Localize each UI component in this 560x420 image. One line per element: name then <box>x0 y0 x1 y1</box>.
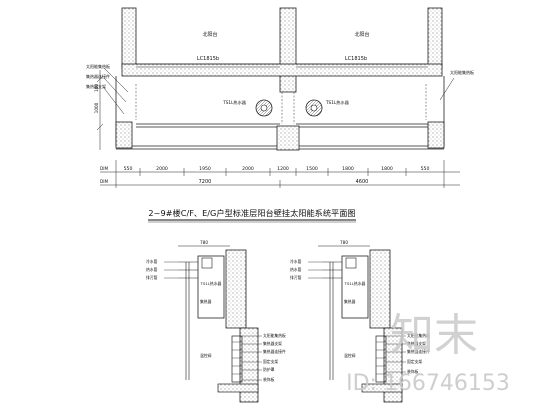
section-left-heater <box>197 255 225 319</box>
vdim-1: 100 <box>94 84 99 92</box>
post-middle <box>276 125 300 151</box>
room-label-left: 北阳台 <box>202 31 217 38</box>
section-left-label-9: 固定支架 <box>263 359 278 364</box>
section-right-label-3: 排污管 <box>290 275 302 280</box>
section-left-label-4: 集热器 <box>200 299 212 304</box>
annotation-left-2: 集热器连接件 <box>86 73 110 79</box>
heater-label-right: TS1L热水器 <box>325 99 350 106</box>
section-right-label-1: 冷水管 <box>290 259 302 264</box>
dim-upper-6: 1500 <box>306 166 318 172</box>
room-label-right: 北阳台 <box>354 31 369 38</box>
wall-band <box>121 63 443 77</box>
section-left-label-1: 冷水管 <box>146 259 158 264</box>
collector-lines <box>135 84 427 124</box>
section-left-label-10: 防护罩 <box>263 367 275 372</box>
upper-dimension-values: 550 2000 1950 2000 1200 1500 1800 1800 5… <box>124 166 430 172</box>
section-right-label-9: 固定支架 <box>407 359 422 364</box>
dim-upper-7: 1800 <box>342 166 354 172</box>
section-right-label-7: 集热器连接件 <box>407 349 430 354</box>
section-right-wall <box>369 249 391 329</box>
water-heater-right <box>305 99 323 117</box>
vdim-2: 1000 <box>94 102 99 113</box>
annotation-left-3: 集热器支架 <box>86 83 106 89</box>
dim-upper-8: 1800 <box>381 166 393 172</box>
heater-label-left: TS1L热水器 <box>222 99 247 106</box>
annotation-left-1: 太阳能集热板 <box>86 63 110 69</box>
dim-upper-5: 1200 <box>277 166 289 172</box>
wall-column-middle <box>279 7 297 93</box>
section-detail-left: 780 TS1L热水器 <box>146 240 286 403</box>
section-right-top-dim: 780 <box>340 240 348 245</box>
watermark-brand: 知末 <box>390 310 478 361</box>
dim-lower-1: 7200 <box>199 179 212 185</box>
window-label-right: LC1815b <box>345 56 367 62</box>
window-label-left: LC1815b <box>197 56 219 62</box>
wall-column-left <box>121 7 137 69</box>
annotation-right-1: 太阳能集热板 <box>450 69 474 75</box>
dim-upper-2: 2000 <box>156 166 168 172</box>
section-left-label-2: 热水管 <box>146 267 158 272</box>
section-right-label-4: 集热器 <box>344 299 356 304</box>
post-left <box>115 121 133 149</box>
balcony-outline <box>115 76 445 150</box>
section-left-heater-text: TS1L热水器 <box>200 281 222 286</box>
drawing-title: 2~9#楼C/F、E/G户型标准层阳台壁挂太阳能系统平面图 <box>148 208 355 218</box>
axis-tag-lower: DIM <box>100 179 108 184</box>
dim-lower-2: 4600 <box>356 179 369 185</box>
section-left-label-3: 排污管 <box>146 275 158 280</box>
section-left-wall <box>225 249 247 329</box>
section-right-label-6: 集热器支架 <box>407 341 426 346</box>
water-heater-left <box>255 99 273 117</box>
dim-upper-3: 1950 <box>199 166 211 172</box>
section-right-label-10: 装饰板 <box>407 369 419 374</box>
dim-upper-9: 550 <box>421 166 430 172</box>
section-right-heater <box>341 255 369 319</box>
section-left-wall-lower <box>239 327 259 403</box>
section-right-label-5: 太阳能集热板 <box>407 333 430 338</box>
dim-upper-4: 2000 <box>242 166 254 172</box>
axis-tag-upper: DIM <box>100 166 108 171</box>
dim-upper-1: 550 <box>124 166 133 172</box>
section-left-label-5: 太阳能集热板 <box>263 333 286 338</box>
section-right-wall-lower <box>383 327 403 403</box>
watermark-id: ID: 166746153 <box>346 371 510 396</box>
watermark: 知末 ID: 166746153 <box>346 310 510 396</box>
balcony-plan: 北阳台 北阳台 LC1815b LC1815b TS1L热水器 TS1L热水器 <box>86 7 474 188</box>
dimension-lines <box>100 160 460 188</box>
leaders-left <box>103 67 455 115</box>
post-right <box>427 121 445 149</box>
section-left-label-7: 集热器连接件 <box>263 349 286 354</box>
section-right-heater-text: TS1L热水器 <box>344 281 366 286</box>
section-right-label-2: 热水管 <box>290 267 302 272</box>
vertical-dimension <box>96 70 104 150</box>
wall-column-right <box>427 7 443 69</box>
section-right-label-8: 温控阀 <box>344 353 356 358</box>
section-left-label-11: 装饰板 <box>263 377 275 382</box>
window-lines <box>136 63 428 68</box>
section-left-top-dim: 780 <box>200 240 208 245</box>
section-left-label-8: 温控阀 <box>200 353 212 358</box>
section-left-label-6: 集热器支架 <box>263 341 282 346</box>
section-detail-right: 780 TS1L热水器 冷 <box>290 240 430 403</box>
